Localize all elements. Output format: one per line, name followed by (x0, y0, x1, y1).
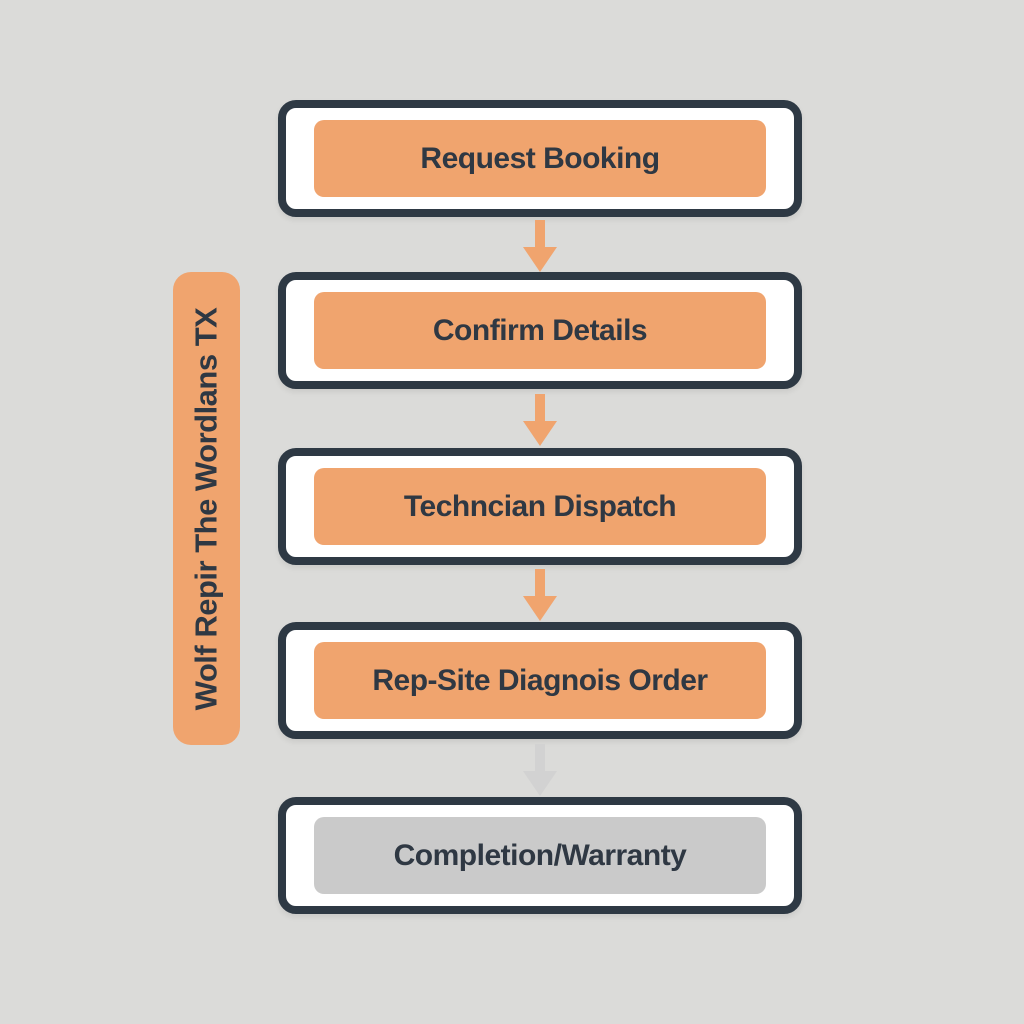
step-technician-dispatch: Techncian Dispatch (278, 448, 802, 565)
step-confirm-details-fill: Confirm Details (314, 292, 766, 369)
step-completion-warranty-fill: Completion/Warranty (314, 817, 766, 894)
brand-ribbon-label: Wolf Repir The Wordlans TX (188, 307, 224, 710)
step-completion-warranty-label: Completion/Warranty (393, 838, 687, 872)
step-request-booking-label: Request Booking (420, 141, 660, 175)
step-onsite-diagnosis-order: Rep-Site Diagnois Order (278, 622, 802, 739)
step-technician-dispatch-fill: Techncian Dispatch (314, 468, 766, 545)
step-onsite-diagnosis-order-fill: Rep-Site Diagnois Order (314, 642, 766, 719)
step-technician-dispatch-label: Techncian Dispatch (403, 489, 677, 523)
step-completion-warranty: Completion/Warranty (278, 797, 802, 914)
step-confirm-details: Confirm Details (278, 272, 802, 389)
arrow-down-icon (522, 744, 558, 796)
arrow-down-icon (522, 220, 558, 272)
step-request-booking-fill: Request Booking (314, 120, 766, 197)
step-onsite-diagnosis-order-label: Rep-Site Diagnois Order (372, 663, 708, 697)
arrow-down-icon (522, 569, 558, 621)
step-confirm-details-label: Confirm Details (432, 313, 648, 347)
arrow-down-icon (522, 394, 558, 446)
step-request-booking: Request Booking (278, 100, 802, 217)
brand-ribbon: Wolf Repir The Wordlans TX (173, 272, 240, 745)
